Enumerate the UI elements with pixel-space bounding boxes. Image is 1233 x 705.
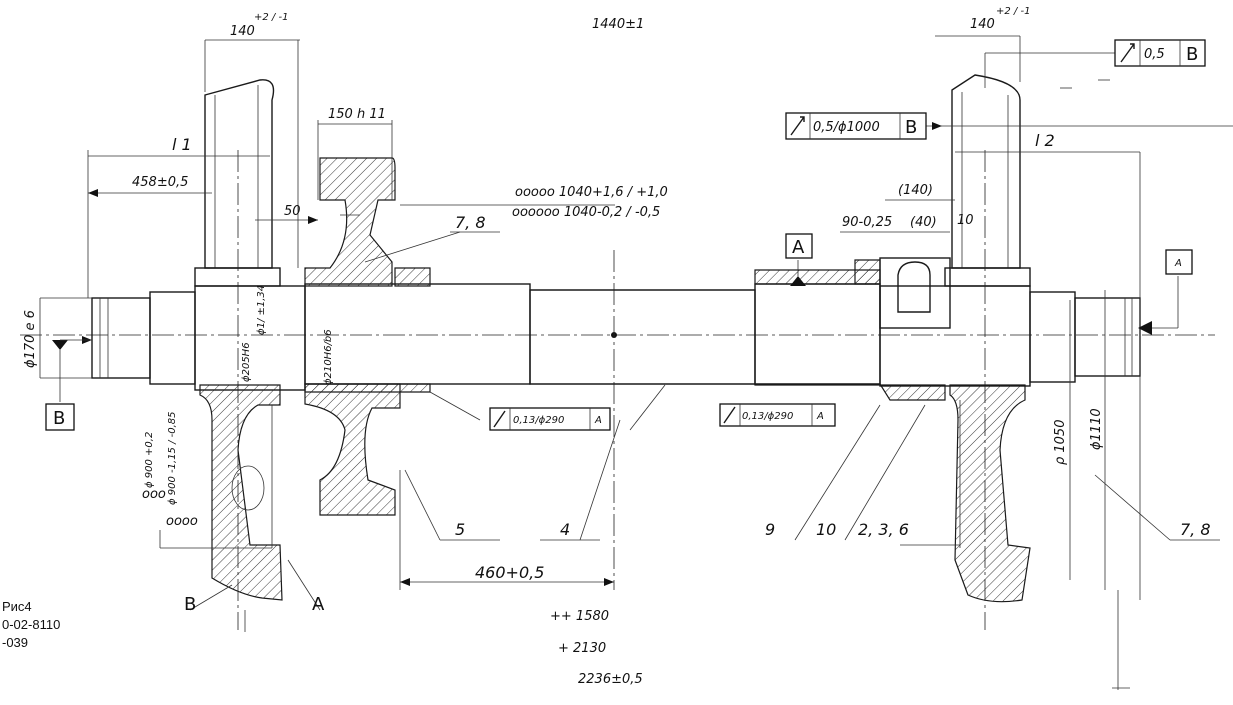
dim-phi900-marks-b: oooo (166, 514, 198, 529)
dim-phi170: ϕ170 e 6 (23, 310, 38, 368)
axle (20, 283, 1215, 391)
right-collar (754, 257, 951, 401)
dim-phi1110: ϕ1110 (1089, 408, 1104, 450)
callout-7-8-right: 7, 8 (1180, 520, 1211, 539)
dim-460: 460+0,5 (475, 563, 544, 582)
dim-l1: l 1 (172, 135, 192, 154)
axle-middle-body (529, 289, 756, 385)
gear-seat (304, 283, 531, 385)
svg-text:0,5: 0,5 (1144, 47, 1165, 62)
runout-icon (790, 116, 805, 136)
tolerance-frame-runout-right: 0,13/ϕ290 A (719, 403, 836, 427)
callout-4: 4 (560, 520, 570, 539)
svg-text:B: B (905, 117, 917, 138)
dimension-texts: 1440±1 140 +2 / -1 140 +2 / -1 150 h 11 … (23, 6, 1104, 687)
caption-line-3: -039 (2, 635, 29, 650)
svg-text:0,13/ϕ290: 0,13/ϕ290 (513, 415, 564, 426)
dim-1040-a: ooooo 1040+1,6 / +1,0 (515, 185, 668, 200)
dim-2130: + 2130 (558, 641, 606, 656)
dim-90: 90-0,25 (842, 215, 892, 230)
dim-1580: ++ 1580 (550, 609, 609, 624)
dim-1040-b: oooooo 1040-0,2 / -0,5 (512, 205, 660, 220)
dim-140-right: 140 (970, 17, 995, 32)
svg-text:A: A (792, 237, 805, 258)
dim-phi210: ϕ210H6/b6 (323, 329, 334, 385)
dim-140-left-tol: +2 / -1 (254, 12, 288, 23)
dim-140-left: 140 (230, 24, 255, 39)
left-journal (91, 297, 151, 379)
left-wheel-section (199, 384, 283, 601)
dim-phi900-marks-a: ooo (142, 487, 166, 502)
right-seat (754, 283, 881, 385)
right-wheel-seat (879, 285, 1031, 387)
leader-78-top (364, 231, 461, 263)
gear-upper-section (304, 157, 396, 287)
dim-140-right-tol: +2 / -1 (996, 6, 1030, 17)
right-wheel-section (949, 384, 1031, 603)
left-wheel (194, 79, 283, 630)
dim-458: 458±0,5 (132, 175, 188, 190)
section-label-a: A (312, 594, 325, 615)
callout-2-3-6: 2, 3, 6 (858, 520, 909, 539)
dim-phi-fit: ϕ1/ ±1,34 (256, 285, 267, 335)
dim-l2: l 2 (1035, 131, 1055, 150)
tolerance-frame-runout-left: 0,13/ϕ290 A (489, 407, 611, 431)
datum-a-right: A (1165, 249, 1193, 275)
gear-seat-band (394, 267, 431, 287)
figure-caption: Рис4 0-02-8110 -039 (2, 598, 60, 652)
tolerance-frame-mid-right: 0,5/ϕ1000 B (785, 112, 927, 140)
dim-2236: 2236±0,5 (578, 672, 643, 687)
dim-rho1050: ρ 1050 (1053, 420, 1068, 465)
right-journal (1074, 297, 1141, 377)
runout-icon (493, 410, 506, 428)
callout-7-8-top: 7, 8 (455, 213, 486, 232)
dim-phi205: ϕ205H6 (241, 342, 252, 382)
dim-10: 10 (957, 213, 974, 228)
svg-text:0,13/ϕ290: 0,13/ϕ290 (742, 411, 793, 422)
runout-icon (1120, 43, 1135, 63)
right-wheel (944, 74, 1031, 630)
dim-phi900a: ϕ 900 +0,2 (144, 432, 155, 488)
gear-lower-section (304, 383, 401, 516)
dim-1440: 1440±1 (592, 17, 644, 32)
dim-140-bracket: (140) (898, 183, 933, 198)
runout-icon (723, 406, 736, 424)
svg-text:A: A (594, 415, 602, 426)
dim-phi900b: ϕ 900 -1,15 / -0,85 (167, 411, 178, 505)
datum-a-triangle (790, 276, 806, 286)
datum-b-triangle (52, 340, 68, 350)
svg-text:B: B (1186, 44, 1198, 65)
section-label-b: B (184, 594, 196, 615)
caption-line-2: 0-02-8110 (2, 617, 61, 632)
dimension-lines (39, 35, 1233, 690)
caption-line-1: Рис4 (2, 599, 32, 614)
right-journal-step (1029, 291, 1076, 383)
svg-text:A: A (816, 411, 824, 422)
datum-a-top: A (785, 233, 813, 259)
dim-50: 50 (284, 204, 301, 219)
gear-wheel (304, 120, 401, 516)
dim-150h11: 150 h 11 (328, 107, 386, 122)
svg-text:A: A (1174, 258, 1182, 269)
dim-40: (40) (910, 215, 937, 230)
callouts: 7, 8 5 4 9 10 2, 3, 6 7, 8 (450, 213, 1211, 539)
callout-9: 9 (765, 520, 775, 539)
callout-5: 5 (455, 520, 465, 539)
left-journal-step (149, 291, 196, 385)
svg-text:B: B (53, 408, 65, 429)
svg-text:0,5/ϕ1000: 0,5/ϕ1000 (813, 120, 880, 135)
tolerance-frame-top-right: 0,5 B (1114, 39, 1206, 67)
datum-b-left: B (45, 403, 75, 431)
callout-10: 10 (816, 520, 836, 539)
